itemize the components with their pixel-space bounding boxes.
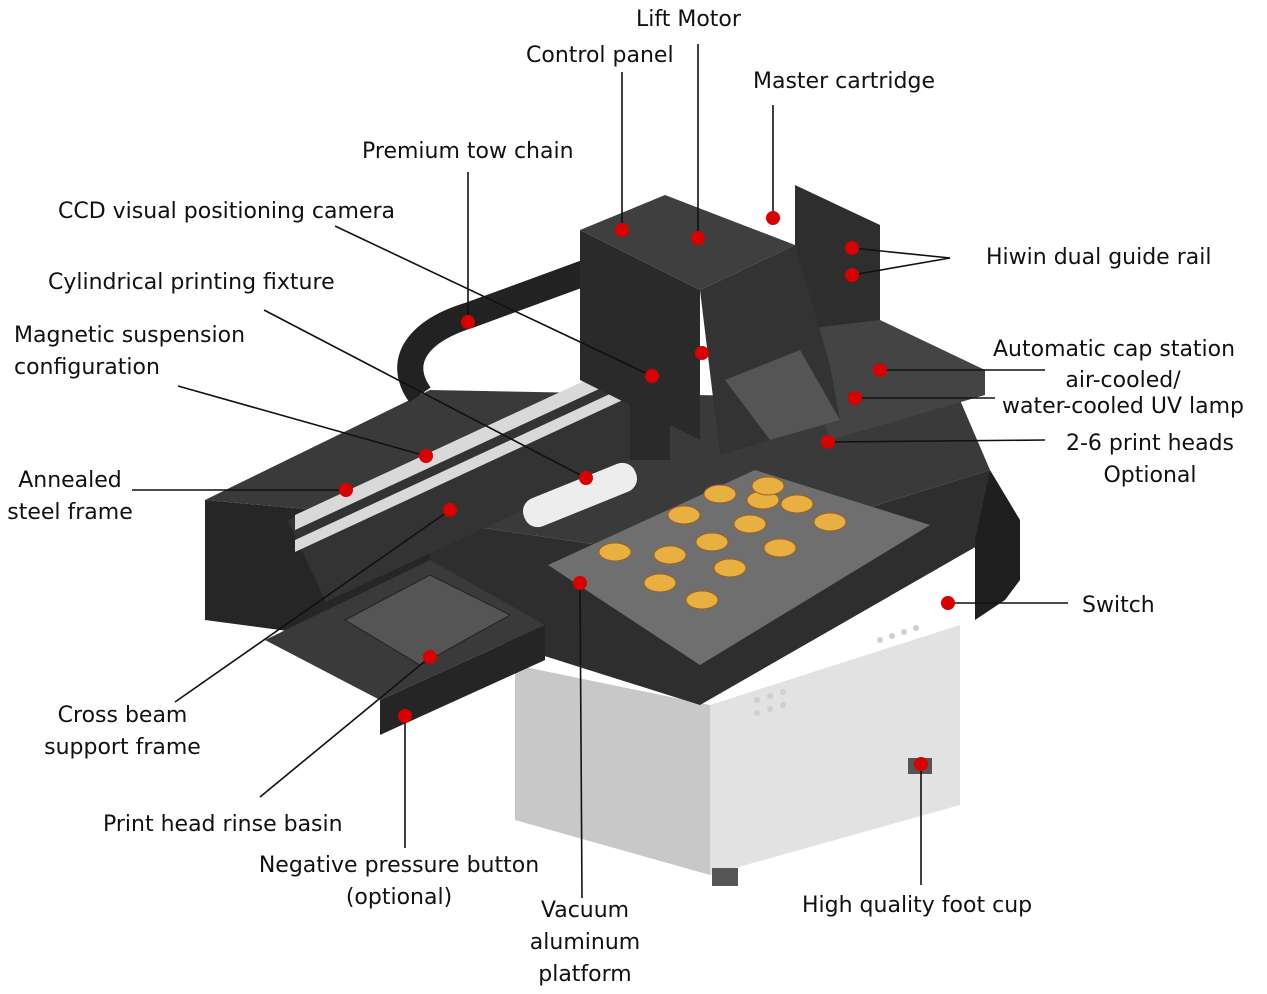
gantry-rail [295, 380, 640, 552]
marker-dot [461, 315, 475, 329]
label-magnetic-line-1: Magnetic suspension [14, 323, 246, 348]
label-switch: Switch [1082, 593, 1155, 618]
label-rinse-basin: Print head rinse basin [103, 812, 343, 837]
label-premium-tow-chain: Premium tow chain [362, 139, 574, 164]
label-lift-motor: Lift Motor [636, 7, 741, 32]
leader-magnetic [177, 385, 427, 457]
gantry-rail [295, 355, 640, 530]
leader-hiwin-2 [851, 257, 951, 276]
leader-lines [132, 44, 1068, 899]
marker-dot [873, 363, 887, 377]
marker-dot [821, 435, 835, 449]
uv-lamp-box [725, 350, 840, 440]
label-print-heads-line-2: Optional [1103, 463, 1197, 488]
label-negative-pressure: Negative pressure button (optional) [244, 850, 554, 914]
front-vents [754, 625, 919, 716]
label-vacuum-platform: Vacuum aluminum platform [520, 895, 650, 991]
printed-item [751, 476, 785, 496]
marker-dot [573, 576, 587, 590]
printed-item [713, 558, 747, 578]
leader-hiwin-1 [851, 247, 951, 259]
label-cross-beam-line-1: Cross beam [57, 703, 188, 728]
leader-ccd [334, 225, 653, 377]
right-frame [795, 185, 880, 360]
marker-dot [845, 268, 859, 282]
label-vacuum-line-3: platform [538, 962, 632, 987]
leader-print-heads [827, 439, 1046, 443]
printed-item [643, 573, 677, 593]
marker-dot [691, 231, 705, 245]
label-auto-cap-station: Automatic cap station [993, 337, 1236, 362]
label-annealed-line-2: steel frame [7, 500, 133, 525]
leader-vacuum [579, 582, 583, 899]
printed-item [813, 512, 847, 532]
label-foot-cup: High quality foot cup [802, 893, 1033, 918]
cylinder-fixture [522, 462, 638, 528]
label-negative-line-1: Negative pressure button [258, 853, 540, 878]
printed-item [653, 545, 687, 565]
marker-dot [419, 449, 433, 463]
marker-dot [443, 503, 457, 517]
label-annealed-line-1: Annealed [18, 468, 122, 493]
marker-dot [695, 346, 709, 360]
right-deck [795, 320, 985, 440]
marker-dot [645, 369, 659, 383]
label-cross-beam-line-2: support frame [44, 735, 201, 760]
printed-item [685, 590, 719, 610]
printed-item [667, 505, 701, 525]
marker-dot [848, 391, 862, 405]
label-cylindrical-fixture: Cylindrical printing fixture [48, 270, 335, 295]
label-print-heads: 2-6 print heads Optional [1050, 428, 1250, 492]
label-uv-lamp: air-cooled/ water-cooled UV lamp [985, 368, 1261, 420]
printed-item [598, 542, 632, 562]
foot [712, 868, 738, 886]
printed-item [780, 494, 814, 514]
label-master-cartridge: Master cartridge [753, 69, 935, 94]
marker-dot [766, 211, 780, 225]
marker-dot [423, 650, 437, 664]
label-cross-beam: Cross beam support frame [30, 700, 215, 764]
label-magnetic-line-2: configuration [14, 355, 160, 380]
markers [339, 211, 955, 771]
leader-rinse [259, 656, 431, 798]
rinse-shelf-front [380, 625, 545, 735]
cabinet-front-panel [710, 625, 960, 875]
label-uv-line-2: water-cooled UV lamp [1002, 394, 1244, 419]
label-magnetic-suspension: Magnetic suspension configuration [14, 320, 245, 384]
marker-dot [339, 483, 353, 497]
label-vacuum-line-1: Vacuum [540, 898, 630, 923]
printed-item [703, 484, 737, 504]
table-right-side [975, 470, 1020, 620]
marker-dot [615, 223, 629, 237]
label-uv-line-1: air-cooled/ [1065, 368, 1181, 393]
rinse-grid [343, 574, 512, 666]
carriage-top [580, 195, 795, 290]
cabinet-left-panel [515, 665, 710, 875]
marker-dot [579, 471, 593, 485]
label-ccd-camera: CCD visual positioning camera [58, 199, 396, 224]
label-hiwin-rail: Hiwin dual guide rail [986, 245, 1212, 270]
label-print-heads-line-1: 2-6 print heads [1066, 431, 1234, 456]
printed-item [733, 514, 767, 534]
marker-dot [914, 757, 928, 771]
printed-item [695, 532, 729, 552]
printed-item [763, 538, 797, 558]
label-annealed-frame: Annealed steel frame [0, 465, 140, 529]
label-negative-line-2: (optional) [345, 885, 453, 910]
label-vacuum-line-2: aluminum [529, 930, 641, 955]
marker-dot [941, 596, 955, 610]
printed-items [598, 476, 847, 610]
marker-dot [398, 709, 412, 723]
leader-cross-beam [174, 509, 451, 703]
leader-cylindrical [263, 309, 587, 479]
marker-dot [845, 241, 859, 255]
label-control-panel: Control panel [526, 43, 674, 68]
